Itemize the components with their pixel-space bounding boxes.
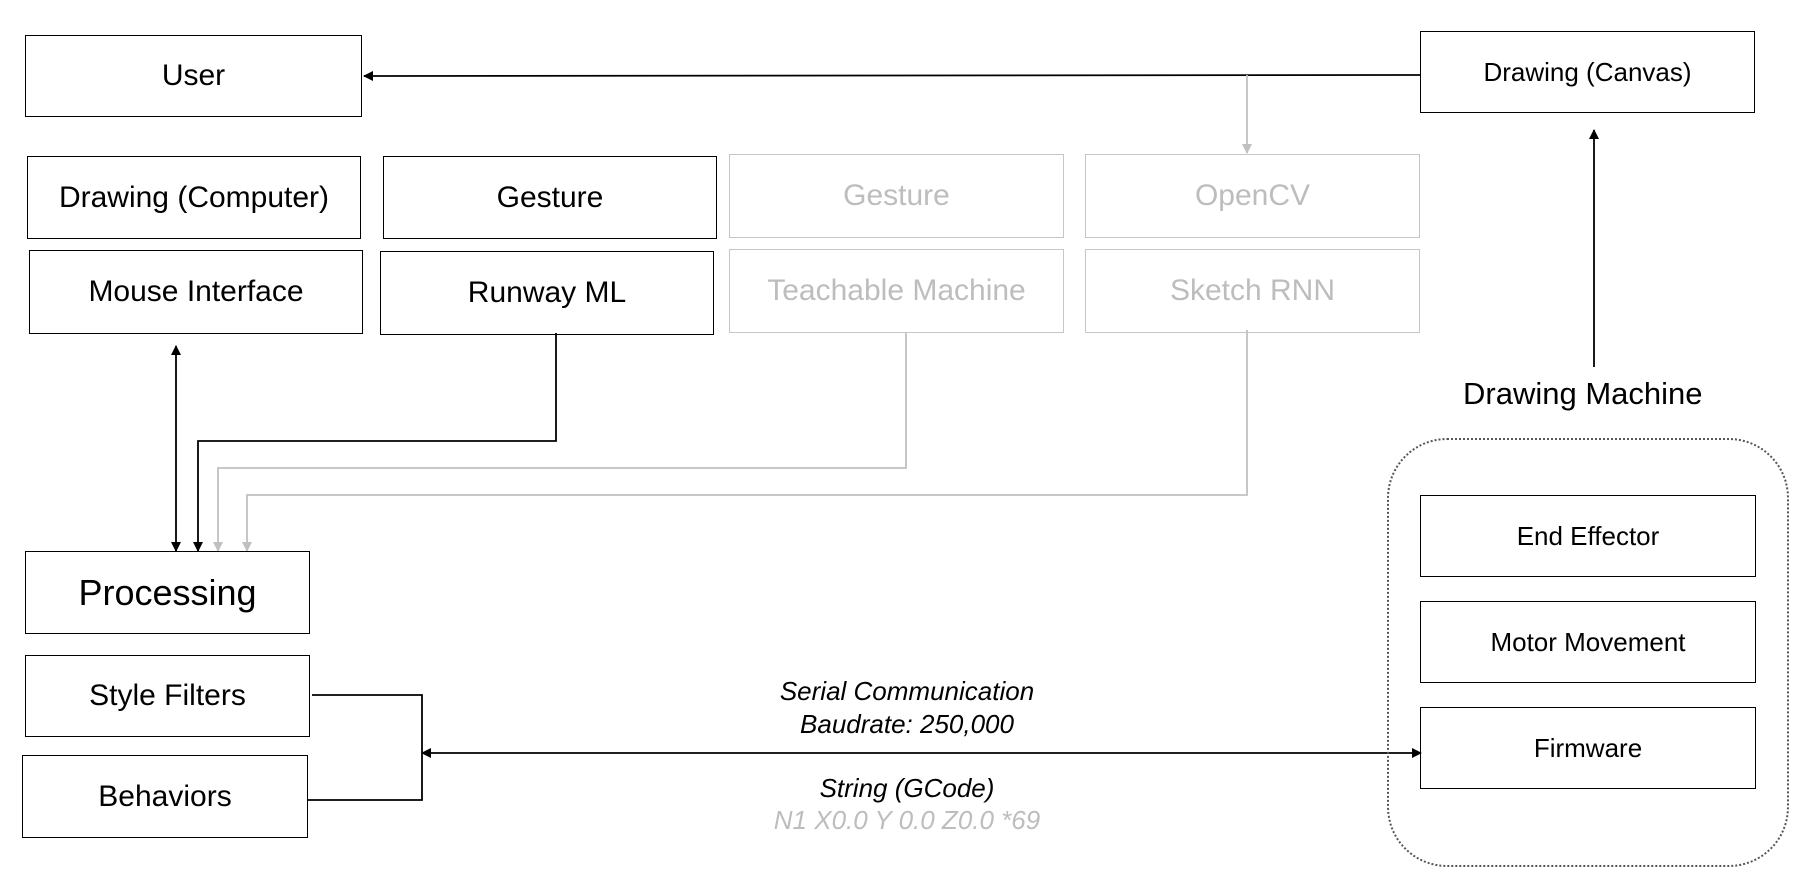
drawing-computer-box: Drawing (Computer): [27, 156, 361, 239]
style-filters-box: Style Filters: [25, 655, 310, 737]
drawing-canvas-box: Drawing (Canvas): [1420, 31, 1755, 113]
drawing-computer-label: Drawing (Computer): [58, 180, 330, 214]
style-filters-label: Style Filters: [89, 679, 246, 712]
opencv-label: OpenCV: [1194, 179, 1311, 212]
gesture-box: Gesture: [383, 156, 717, 239]
arrow-canvas-to-user: [363, 70, 1422, 81]
end-effector-label: End Effector: [1516, 520, 1660, 551]
gesture-muted-label: Gesture: [843, 179, 950, 212]
serial-communication-label: Serial Communication: [779, 676, 1035, 706]
runway-ml-label: Runway ML: [467, 276, 627, 309]
teachable-machine-box: Teachable Machine: [729, 249, 1064, 333]
runway-ml-box: Runway ML: [380, 251, 714, 335]
motor-movement-box: Motor Movement: [1420, 601, 1756, 683]
arrow-sketchrnn-to-processing: [242, 330, 1248, 552]
teachable-machine-label: Teachable Machine: [767, 274, 1026, 307]
drawing-machine-label: Drawing Machine: [1463, 376, 1703, 411]
string-gcode-label: String (GCode): [819, 773, 995, 803]
end-effector-box: End Effector: [1420, 495, 1756, 577]
behaviors-label: Behaviors: [98, 779, 232, 813]
firmware-label: Firmware: [1533, 732, 1643, 763]
motor-movement-label: Motor Movement: [1490, 626, 1686, 657]
opencv-box: OpenCV: [1085, 154, 1420, 238]
baudrate-label: Baudrate: 250,000: [800, 709, 1014, 739]
arrow-teachable-to-processing: [213, 333, 907, 552]
gcode-example-label: N1 X0.0 Y 0.0 Z0.0 *69: [773, 805, 1041, 835]
drawing-canvas-label: Drawing (Canvas): [1483, 56, 1692, 87]
mouse-interface-box: Mouse Interface: [29, 250, 363, 334]
sketch-rnn-box: Sketch RNN: [1085, 249, 1420, 333]
user-box: User: [25, 35, 362, 117]
arrow-runway-to-processing: [193, 333, 557, 552]
gesture-label: Gesture: [496, 180, 604, 214]
sketch-rnn-label: Sketch RNN: [1169, 274, 1336, 307]
drawing-machine-frame: [1387, 438, 1789, 867]
processing-label: Processing: [78, 571, 257, 613]
gesture-muted-box: Gesture: [729, 154, 1064, 238]
firmware-box: Firmware: [1420, 707, 1756, 789]
behaviors-box: Behaviors: [22, 755, 308, 838]
bracket-filters-behaviors: [308, 694, 423, 801]
user-label: User: [161, 59, 226, 92]
processing-box: Processing: [25, 551, 310, 634]
mouse-interface-label: Mouse Interface: [88, 275, 304, 308]
